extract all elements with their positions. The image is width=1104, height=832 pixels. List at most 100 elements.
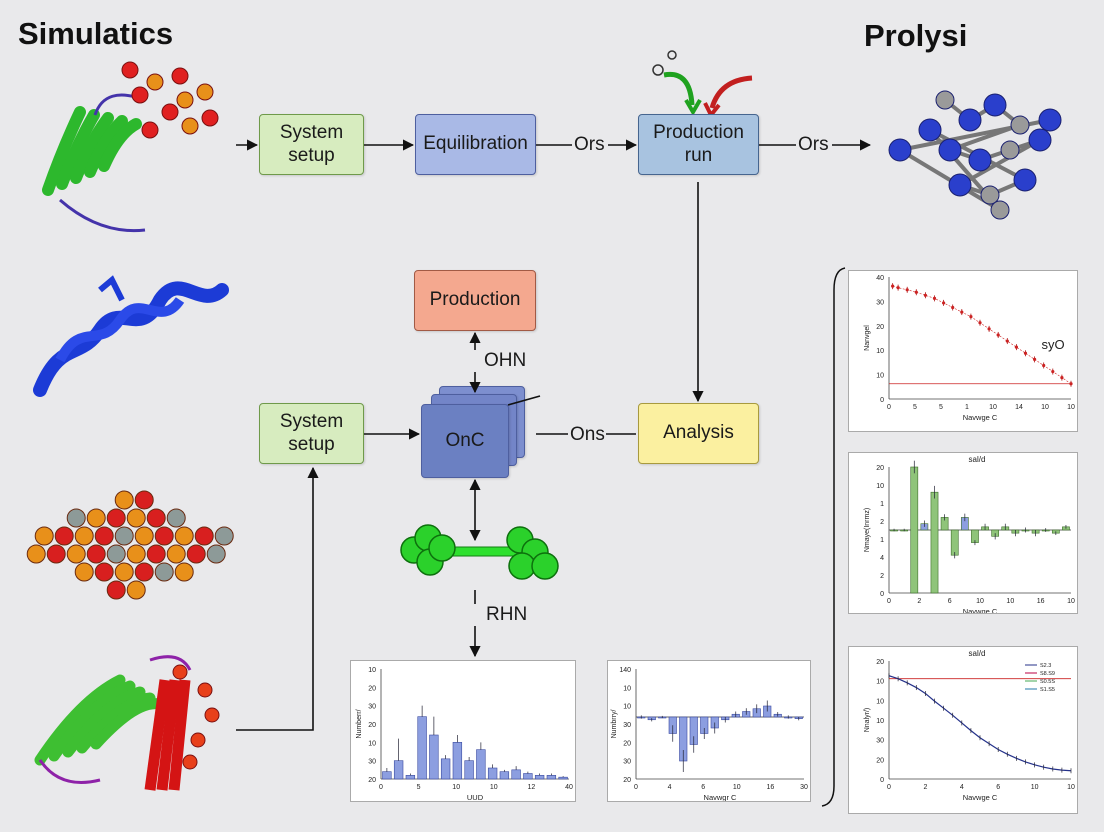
atom [171,67,189,85]
bracket-right-panel [821,267,846,807]
atom [176,91,194,109]
atom [980,185,1000,205]
atom [204,707,220,723]
y-tick-label: 1 [880,501,884,508]
x-tick-label: 2 [917,598,921,605]
data-point [1014,345,1018,349]
analysis-box[interactable]: Analysis [638,403,759,464]
data-point [1005,339,1009,343]
production-run-box[interactable]: Production run [638,114,759,175]
bar [382,771,392,780]
x-tick-label: 10 [733,784,741,791]
x-tick-label: 10 [1031,784,1039,791]
y-tick-label: 2 [880,519,884,526]
atom [141,121,159,139]
y-tick-label: 30 [876,299,884,306]
bar [476,749,486,780]
loop [38,655,192,784]
atom [948,173,972,197]
y-tick-label: 10 [876,483,884,490]
title-left: Simulatics [18,16,174,51]
system-setup-box-top[interactable]: System setup [259,114,364,175]
production-box[interactable]: Production [414,270,536,331]
beta-strand [42,106,86,196]
atom [935,90,955,110]
data-point [942,301,946,305]
atom [983,93,1007,117]
green-curved-arrow [663,71,695,106]
legend-entry: S1.S5 [1040,687,1055,693]
y-tick-label: 20 [623,777,631,784]
x-axis-label: Navwge C [963,793,998,802]
y-tick-label: 10 [876,373,884,380]
x-tick-label: 6 [996,784,1000,791]
atom [54,526,74,546]
onc-box[interactable]: OnC [421,404,509,478]
x-tick-label: 12 [528,784,536,791]
y-tick-label: 20 [368,777,376,784]
atom [166,508,186,528]
x-tick-label: 10 [976,598,984,605]
legend-entry: S0.5S [1040,679,1055,685]
atom [94,526,114,546]
equilibration-box[interactable]: Equilibration [415,114,536,175]
y-axis-label: Numbrry/ [611,710,618,739]
data-point [932,296,937,300]
production-run-label: Production run [653,121,744,166]
data-point [905,288,909,292]
system-setup-box-bottom[interactable]: System setup [259,403,364,464]
atom [46,544,66,564]
y-tick-label: 4 [880,555,884,562]
x-tick-label: 10 [989,404,997,411]
beta-strand [56,109,100,190]
x-axis-label: Navwge C [963,413,998,422]
data-point [987,327,991,331]
atom [26,544,46,564]
atom [131,86,149,104]
data-point [996,333,1000,337]
atom [146,73,164,91]
data-point [923,293,927,297]
y-tick-label: 10 [623,685,631,692]
data-point [1033,357,1037,361]
atom [190,732,206,748]
atom [531,552,559,580]
y-tick-label: 10 [876,348,884,355]
atom [201,109,219,127]
atom [106,544,126,564]
y-tick-label: 140 [619,667,631,674]
system-setup-label-top: System setup [279,121,344,166]
beta-strand [144,679,171,791]
atom [106,580,126,600]
line-onc-decoration [507,395,541,406]
y-tick-label: 0 [880,397,884,404]
atom [196,83,214,101]
atom [34,526,54,546]
x-tick-label: 5 [913,404,917,411]
data-point [969,315,973,319]
x-tick-label: 0 [379,784,383,791]
molecule-blue-cluster-illustration [888,90,1062,220]
atom [1028,128,1052,152]
atom [1013,168,1037,192]
atom [938,138,962,162]
y-tick-label: 10 [368,740,376,747]
atom [86,544,106,564]
x-tick-label: 0 [887,598,891,605]
x-tick-label: 1 [965,404,969,411]
x-tick-label: 10 [452,784,460,791]
x-tick-label: 6 [701,784,705,791]
atom [1038,108,1062,132]
beta-strand [70,112,114,184]
y-tick-label: 0 [880,777,884,784]
x-tick-label: 0 [887,404,891,411]
y-tick-label: 20 [623,740,631,747]
edge-label-ohn: OHN [482,350,529,372]
y-tick-label: 0 [880,591,884,598]
protein-blue-helix-illustration [33,275,229,397]
